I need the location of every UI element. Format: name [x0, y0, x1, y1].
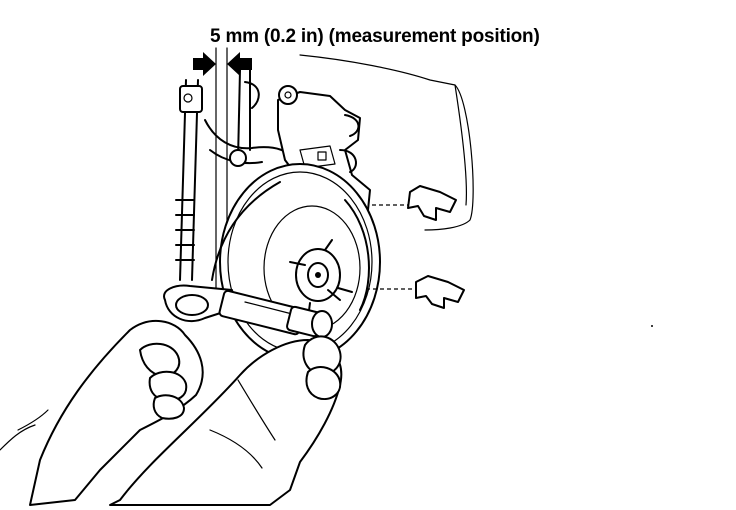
rotor-edge	[211, 181, 281, 281]
right-arrow-head	[227, 52, 240, 76]
micrometer	[163, 284, 333, 338]
left-arrow-head	[203, 52, 216, 76]
right-hand	[109, 335, 343, 506]
left-hand	[0, 319, 204, 506]
fender-outline	[299, 54, 474, 231]
measurement-caption: 5 mm (0.2 in) (measurement position)	[210, 26, 540, 47]
right-arrow-shaft	[240, 58, 252, 70]
suspension-strut	[175, 69, 260, 281]
stray-dot	[651, 325, 653, 327]
dust-shield	[344, 199, 370, 311]
pad-clip-upper	[372, 185, 457, 221]
left-arrow-shaft	[193, 58, 203, 70]
measurement-arrows	[193, 47, 252, 301]
pad-clip-lower	[366, 275, 465, 309]
